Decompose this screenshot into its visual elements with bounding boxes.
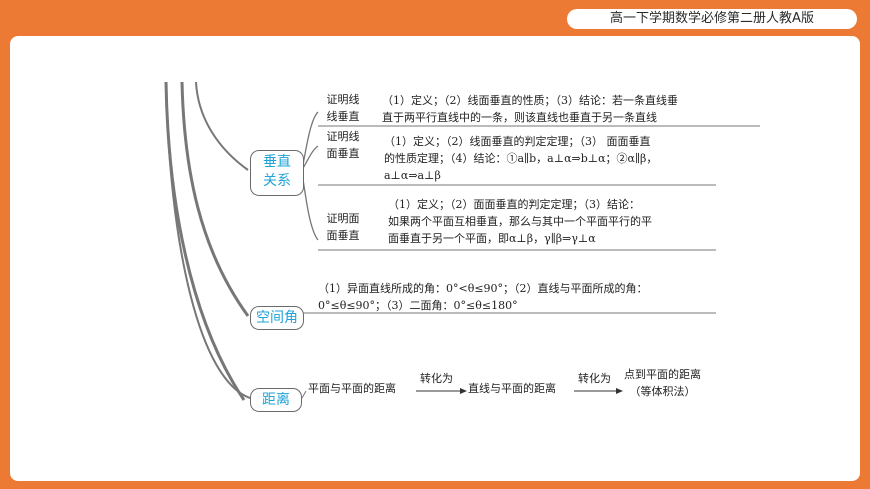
arrowhead-2 (616, 388, 623, 394)
arrow-label-1: 转化为 (420, 372, 453, 385)
text-plane-plane: （1）定义；（2）面面垂直的判定定理；（3）结论： 如果两个平面互相垂直，那么与… (388, 198, 652, 245)
vertical-relation-node: 垂直 关系 (250, 150, 304, 196)
distance-connector (301, 390, 307, 399)
distance-node: 距离 (250, 388, 302, 412)
node-label: 空间角 (256, 310, 298, 326)
trunk-curve (195, 81, 249, 171)
text-line-plane: （1）定义；（2）线面垂直的判定定理；（3） 面面垂直 的性质定理；（4）结论：… (384, 135, 658, 182)
top-banner: 高一下学期数学必修第二册人教A版 (0, 0, 870, 32)
spatial-angle-node: 空间角 (250, 306, 304, 330)
text-line-line: （1）定义；（2）线面垂直的性质；（3）结论：若一条直线垂 直于两平行直线中的一… (382, 94, 678, 124)
distance-step-2: 直线与平面的距离 (468, 382, 556, 395)
content-sheet (10, 36, 860, 481)
label-line-line: 证明线 线垂直 (326, 93, 360, 123)
trunk-curve (165, 81, 251, 399)
node-label: 关系 (263, 173, 291, 189)
label-line-plane: 证明线 面垂直 (326, 130, 360, 160)
trunk-curve (164, 81, 246, 401)
arrow-label-2: 转化为 (578, 372, 611, 385)
node-label: 垂直 (263, 154, 291, 170)
course-badge: 高一下学期数学必修第二册人教A版 (567, 9, 857, 29)
text-spatial-angle: （1）异面直线所成的角：0°<θ≤90°；（2）直线与平面所成的角： 0°≤θ≤… (318, 282, 648, 312)
node-label: 距离 (262, 392, 290, 408)
branch-plane-plane (301, 171, 319, 241)
branch-line-line (301, 111, 319, 171)
distance-step-3: 点到平面的距离 （等体积法） (624, 368, 701, 398)
arrowhead-1 (460, 388, 467, 394)
label-plane-plane: 证明面 面垂直 (326, 212, 360, 242)
trunk-curve (180, 81, 250, 317)
distance-step-1: 平面与平面的距离 (308, 382, 396, 395)
